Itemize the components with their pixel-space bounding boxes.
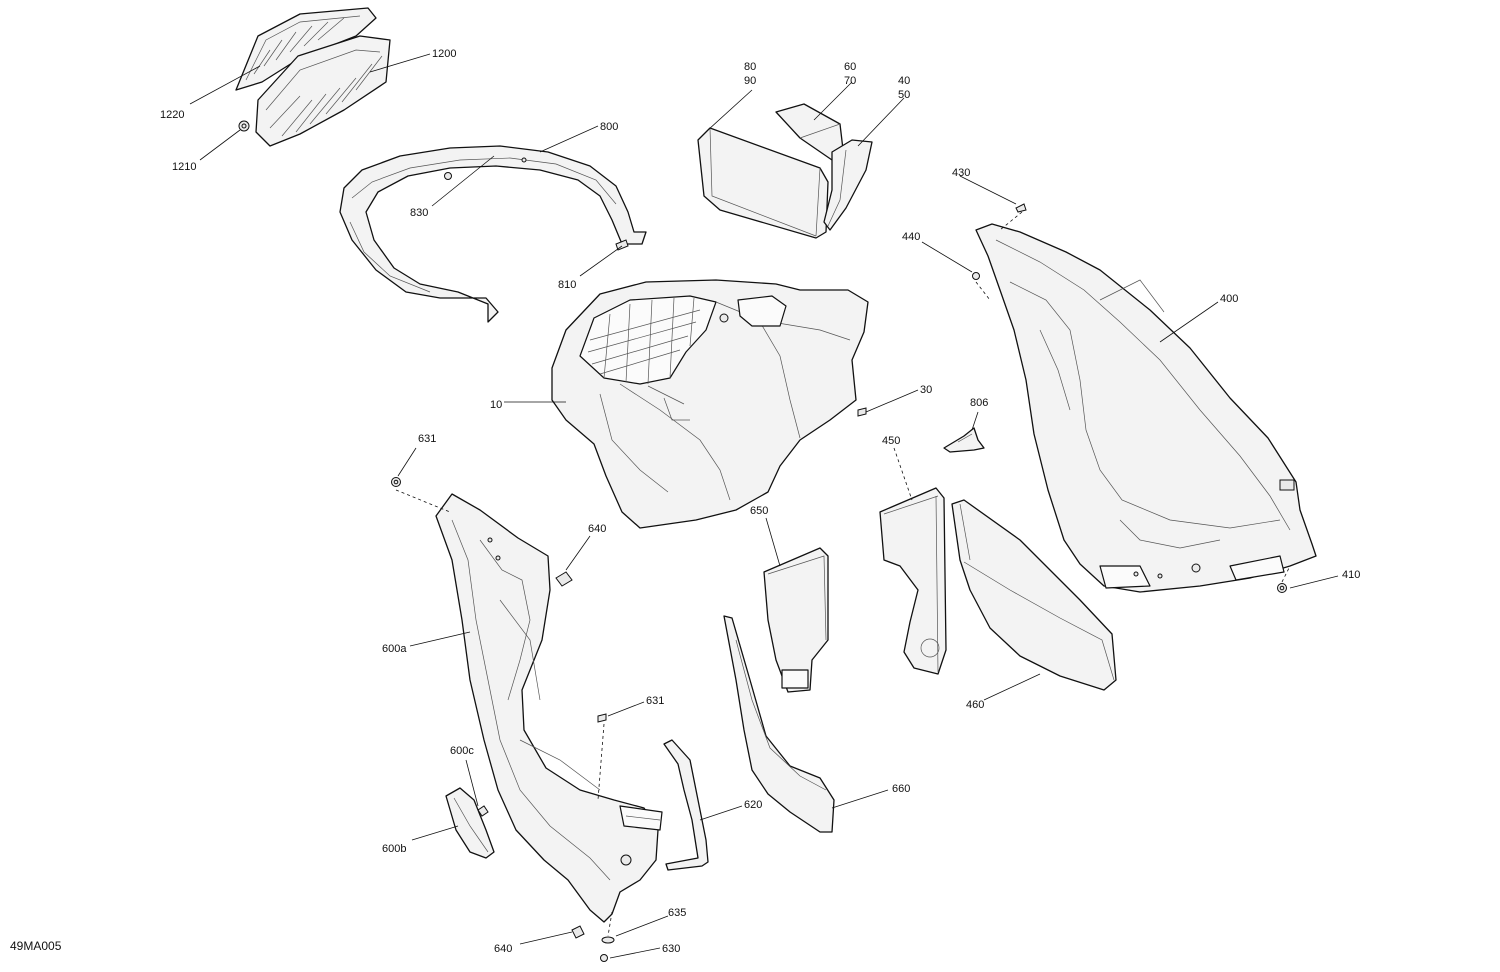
label-440: 440 [902,231,920,243]
part-810-bolt[interactable] [615,239,629,251]
label-800: 800 [600,121,618,133]
part-600b-cover[interactable] [445,787,495,859]
part-800-bumper-bar[interactable] [339,145,647,323]
label-640-upper: 640 [588,523,606,535]
part-640-nut-upper[interactable] [555,571,573,587]
label-620: 620 [744,799,762,811]
part-600c-clip[interactable] [477,805,489,817]
part-650-foam[interactable] [763,547,829,693]
label-10: 10 [490,399,502,411]
part-10-front-body[interactable] [551,279,869,529]
label-50: 50 [898,89,910,101]
callout-labels: 1220 1200 1210 800 830 810 80 90 60 70 4… [10,48,1360,955]
label-635: 635 [668,907,686,919]
part-460-panel[interactable] [951,499,1117,691]
label-70: 70 [844,75,856,87]
label-830: 830 [410,207,428,219]
part-660-strip[interactable] [723,615,835,833]
part-630-screw[interactable] [600,954,608,962]
leader-lines [189,53,1339,959]
part-430-pin[interactable] [1015,203,1027,213]
label-450: 450 [882,435,900,447]
part-631-clip-lower[interactable] [597,713,607,723]
label-80: 80 [744,61,756,73]
label-60: 60 [844,61,856,73]
label-810: 810 [558,279,576,291]
label-1200: 1200 [432,48,456,60]
part-830-clip[interactable] [444,172,452,180]
part-1220-grille[interactable] [235,7,377,91]
drawing-reference: 49MA005 [10,939,62,953]
label-400: 400 [1220,293,1238,305]
label-430: 430 [952,167,970,179]
label-806: 806 [970,397,988,409]
label-30: 30 [920,384,932,396]
part-410-nut[interactable] [1277,583,1287,593]
label-1220: 1220 [160,109,184,121]
part-640-nut-lower[interactable] [571,925,585,939]
label-650: 650 [750,505,768,517]
label-40: 40 [898,75,910,87]
part-40-50-strip[interactable] [823,139,873,231]
label-600a: 600a [382,643,407,655]
label-410: 410 [1342,569,1360,581]
part-600a-side-panel[interactable] [435,493,663,923]
label-630: 630 [662,943,680,955]
part-620-strip[interactable] [663,739,709,871]
label-640-lower: 640 [494,943,512,955]
label-1210: 1210 [172,161,196,173]
part-1210-nut[interactable] [238,120,250,132]
label-600c: 600c [450,745,474,757]
part-400-side-panel[interactable] [975,223,1317,593]
part-806-bracket[interactable] [943,427,985,453]
label-631-upper: 631 [418,433,436,445]
part-1200-grille-frame[interactable] [255,35,391,147]
part-631-clip-upper[interactable] [391,477,401,487]
label-631-lower: 631 [646,695,664,707]
label-600b: 600b [382,843,406,855]
part-450-foam-panel[interactable] [879,487,947,675]
label-90: 90 [744,75,756,87]
part-30-screw[interactable] [857,407,867,417]
part-80-90-panel[interactable] [697,127,829,239]
part-635-washer[interactable] [601,936,615,944]
part-440-clip[interactable] [972,272,980,280]
label-660: 660 [892,783,910,795]
label-460: 460 [966,699,984,711]
